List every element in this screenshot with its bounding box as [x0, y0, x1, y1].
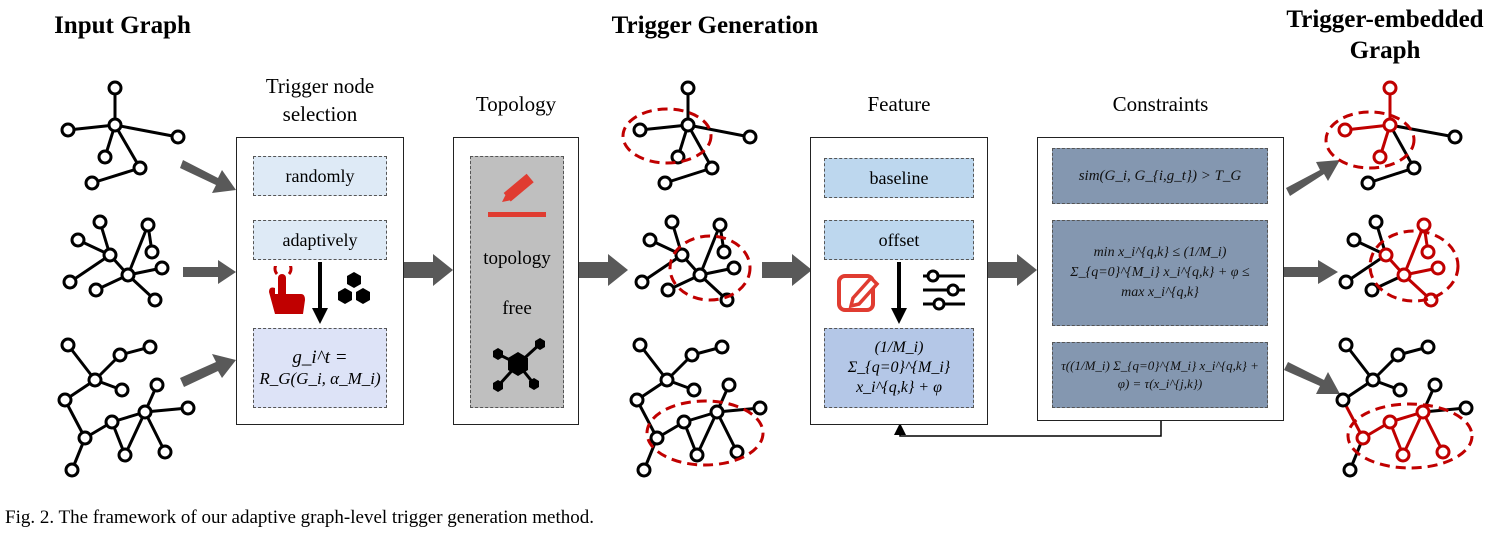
trigger-embedded-heading-line1: Trigger-embedded: [1286, 6, 1484, 33]
topology-title: Topology: [475, 92, 557, 116]
feature-panel: baseline offset (1/M_i) Σ_{q=0}^{M_i} x_…: [810, 137, 988, 425]
constraints-title: Constraints: [1112, 92, 1209, 116]
trigger-generation-heading: Trigger Generation: [611, 12, 819, 39]
output-trigger-ellipse-1: [1324, 110, 1416, 170]
selection-formula-line2: R_G(G_i, α_M_i): [259, 369, 381, 388]
output-arrows: [1284, 160, 1340, 394]
feature-formula: (1/M_i) Σ_{q=0}^{M_i} x_i^{q,k} + φ: [824, 328, 974, 408]
baseline-option: baseline: [824, 158, 974, 198]
output-graph-2: [1338, 214, 1446, 308]
pencil-ruler-icon: [488, 173, 546, 217]
range-constraint: min x_i^{q,k} ≤ (1/M_i) Σ_{q=0}^{M_i} x_…: [1052, 220, 1268, 326]
panel-arrows: [403, 254, 1037, 286]
edit-square-icon: [837, 274, 880, 312]
feature-down-arrow: [891, 262, 907, 324]
trigger-embedded-heading-line2: Graph: [1349, 37, 1421, 64]
output-trigger-ellipse-3: [1346, 402, 1474, 470]
output-trigger-ellipse-2: [1368, 229, 1460, 303]
output-graph-1: [1337, 80, 1463, 191]
hexagon-cluster-icon: [338, 272, 370, 304]
figure-caption: Fig. 2. The framework of our adaptive gr…: [5, 507, 594, 528]
input-graph-1: [60, 80, 186, 191]
topology-text-line1: topology: [483, 248, 551, 269]
mid-trigger-ellipse-2: [668, 234, 752, 302]
offset-option: offset: [824, 220, 974, 260]
topology-text-line2: free: [502, 298, 532, 319]
output-graph-3: [1335, 337, 1474, 478]
sliders-icon: [923, 269, 965, 311]
mid-trigger-ellipse-3: [645, 399, 765, 467]
mid-graph-1: [632, 80, 758, 191]
input-graph-heading: Input Graph: [54, 12, 191, 39]
constraints-panel: sim(G_i, G_{i,g_t}) > T_G min x_i^{q,k} …: [1037, 137, 1284, 421]
selection-title-line2: selection: [282, 102, 358, 126]
feature-title: Feature: [867, 92, 931, 116]
input-arrows: [180, 160, 236, 387]
topology-panel: topology free: [453, 137, 579, 425]
input-graph-3: [57, 337, 196, 478]
mid-trigger-ellipse-1: [621, 107, 713, 165]
input-graph-2: [62, 214, 170, 308]
similarity-constraint: sim(G_i, G_{i,g_t}) > T_G: [1052, 148, 1268, 204]
selection-panel: randomly adaptively g_i^t = R_G(G_i, α_M…: [236, 137, 404, 425]
feedback-arrow: [894, 420, 1162, 437]
type-constraint: τ((1/M_i) Σ_{q=0}^{M_i} x_i^{q,k} + φ) =…: [1052, 342, 1268, 408]
mid-graph-2: [634, 214, 742, 308]
selection-formula-line1: g_i^t =: [292, 347, 348, 368]
randomly-option: randomly: [253, 156, 387, 196]
mid-graph-3: [629, 337, 768, 478]
select-down-arrow: [312, 262, 328, 324]
molecule-icon: [493, 338, 545, 392]
selection-formula: g_i^t = R_G(G_i, α_M_i): [253, 328, 387, 408]
adaptively-option: adaptively: [253, 220, 387, 260]
selection-title-line1: Trigger node: [265, 74, 375, 98]
tap-hand-icon: [269, 266, 305, 314]
